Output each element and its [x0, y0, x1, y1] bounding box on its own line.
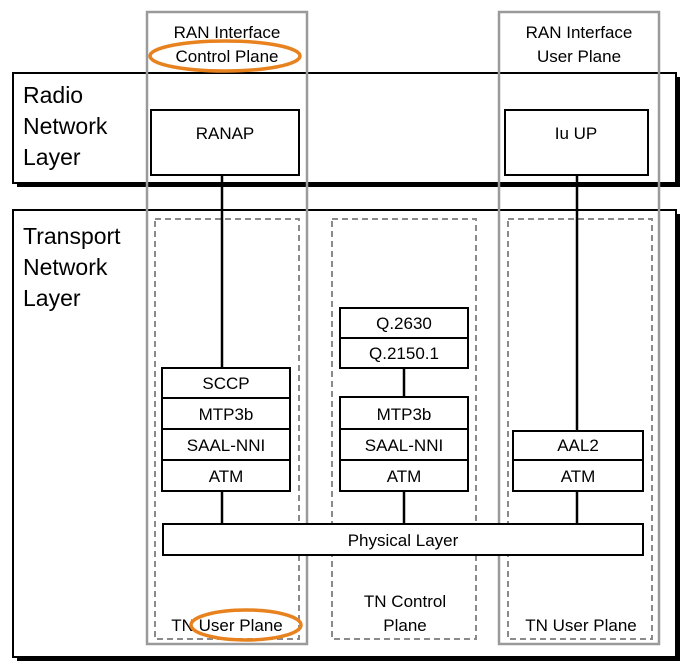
- tn-control-plane-label-line1: TN Control: [364, 592, 446, 611]
- ran-control-plane-title-line2: Control Plane: [175, 47, 278, 66]
- transport-layer-label-line3: Layer: [23, 285, 81, 311]
- ranap-label: RANAP: [196, 124, 255, 143]
- tn-user-plane-right-label: TN User Plane: [525, 616, 636, 635]
- sccp-label: SCCP: [202, 374, 249, 393]
- middle-upper-protocol-stack: Q.2630 Q.2150.1: [339, 307, 469, 369]
- ran-control-plane-title-line1: RAN Interface: [174, 23, 281, 42]
- ran-control-plane-frame: [145, 10, 309, 646]
- iu-up-label: Iu UP: [555, 124, 598, 143]
- radio-layer-label-line2: Network: [23, 113, 108, 139]
- atm-mid-label: ATM: [387, 467, 422, 486]
- tn-user-plane-right-frame: [507, 218, 653, 640]
- iu-up-box: [504, 109, 649, 176]
- aal2-label: AAL2: [557, 436, 599, 455]
- tn-control-plane-frame: [331, 218, 477, 640]
- transport-layer-label-line1: Transport: [23, 223, 121, 249]
- ran-user-plane-title-line2: User Plane: [537, 47, 621, 66]
- connector-lines: [220, 175, 579, 524]
- q2150-label: Q.2150.1: [369, 344, 439, 363]
- mtp3b-mid-label: MTP3b: [377, 405, 432, 424]
- ran-user-plane-title-line1: RAN Interface: [526, 23, 633, 42]
- mtp3b-left-label: MTP3b: [199, 405, 254, 424]
- physical-layer-label: Physical Layer: [348, 531, 459, 550]
- atm-right-label: ATM: [561, 467, 596, 486]
- control-plane-highlight-oval: [148, 39, 302, 73]
- physical-layer-box: [162, 523, 644, 556]
- radio-layer-label-line3: Layer: [23, 144, 81, 170]
- saal-nni-mid-label: SAAL-NNI: [365, 436, 443, 455]
- transport-layer-label-line2: Network: [23, 254, 108, 280]
- middle-lower-protocol-stack: MTP3b SAAL-NNI ATM: [339, 396, 469, 492]
- q2630-label: Q.2630: [376, 314, 432, 333]
- ranap-box: [150, 109, 300, 176]
- tn-control-plane-label-line2: Plane: [383, 616, 426, 635]
- saal-nni-left-label: SAAL-NNI: [187, 436, 265, 455]
- atm-left-label: ATM: [209, 467, 244, 486]
- radio-layer-label-line1: Radio: [23, 82, 83, 108]
- user-plane-highlight-oval: [189, 608, 303, 642]
- right-protocol-stack: AAL2 ATM: [512, 430, 644, 492]
- left-protocol-stack: SCCP MTP3b SAAL-NNI ATM: [161, 367, 291, 492]
- ran-user-plane-frame: [497, 10, 661, 646]
- tn-user-plane-left-label: TN User Plane: [171, 616, 282, 635]
